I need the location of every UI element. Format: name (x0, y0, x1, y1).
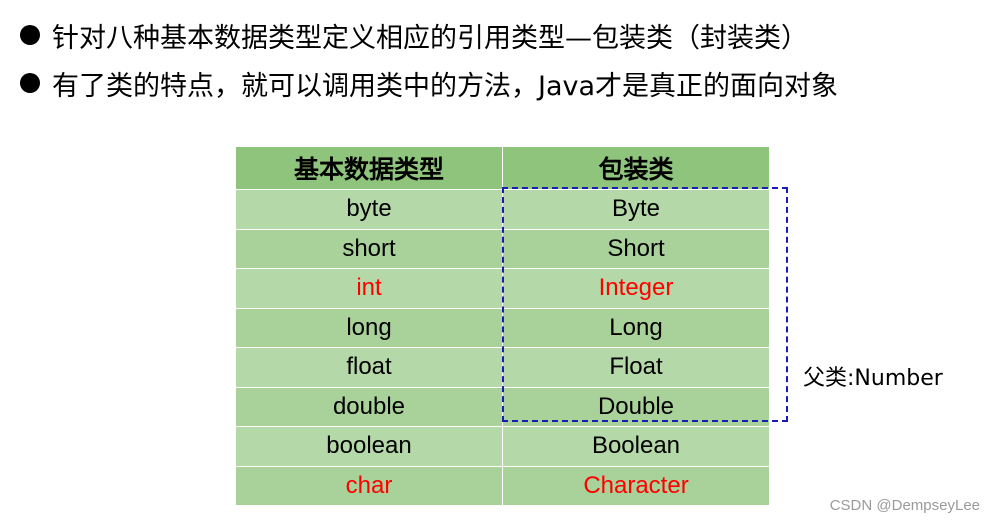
table-row: byte Byte (235, 189, 770, 230)
table-row: boolean Boolean (235, 426, 770, 467)
header-primitive-type: 基本数据类型 (235, 146, 503, 190)
type-mapping-table: 基本数据类型 包装类 byte Byte short Short int Int… (235, 146, 770, 506)
bullet-list: 针对八种基本数据类型定义相应的引用类型—包装类（封装类） 有了类的特点，就可以调… (20, 18, 838, 114)
cell-primitive: int (235, 268, 503, 309)
bullet-item-object-oriented: 有了类的特点，就可以调用类中的方法，Java才是真正的面向对象 (20, 66, 839, 102)
type-table-container: 基本数据类型 包装类 byte Byte short Short int Int… (235, 146, 770, 506)
bullet-item-wrapper-definition: 针对八种基本数据类型定义相应的引用类型—包装类（封装类） (20, 18, 838, 54)
table-row: double Double (235, 386, 770, 427)
cell-primitive: long (235, 307, 503, 348)
cell-wrapper: Character (502, 465, 770, 506)
cell-wrapper: Boolean (502, 426, 770, 467)
bullet-text: 有了类的特点，就可以调用类中的方法，Java才是真正的面向对象 (52, 70, 839, 102)
csdn-watermark: CSDN @DempseyLee (829, 497, 980, 514)
cell-wrapper: Long (502, 307, 770, 348)
cell-primitive: short (235, 228, 503, 269)
table-row: long Long (235, 307, 770, 348)
parent-class-label: 父类:Number (803, 366, 943, 391)
cell-wrapper: Byte (502, 189, 770, 230)
table-row: int Integer (235, 268, 770, 309)
table-row: short Short (235, 228, 770, 269)
cell-primitive: boolean (235, 426, 503, 467)
header-wrapper-class: 包装类 (502, 146, 770, 190)
bullet-dot-icon (20, 25, 40, 45)
cell-primitive: char (235, 465, 503, 506)
bullet-dot-icon (20, 73, 40, 93)
table-row: float Float (235, 347, 770, 388)
bullet-text: 针对八种基本数据类型定义相应的引用类型—包装类（封装类） (52, 22, 808, 54)
table-row: char Character (235, 465, 770, 506)
cell-wrapper: Integer (502, 268, 770, 309)
cell-primitive: double (235, 386, 503, 427)
table-header-row: 基本数据类型 包装类 (235, 146, 770, 190)
cell-wrapper: Float (502, 347, 770, 388)
cell-primitive: byte (235, 189, 503, 230)
cell-wrapper: Short (502, 228, 770, 269)
cell-primitive: float (235, 347, 503, 388)
cell-wrapper: Double (502, 386, 770, 427)
